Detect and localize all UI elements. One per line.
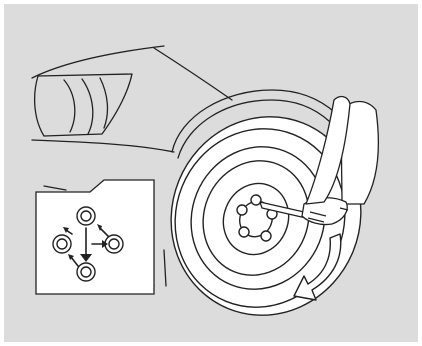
tire-change-illustration xyxy=(4,4,418,342)
illustration-canvas xyxy=(4,4,418,342)
lug-nut-pattern-inset xyxy=(36,180,154,294)
